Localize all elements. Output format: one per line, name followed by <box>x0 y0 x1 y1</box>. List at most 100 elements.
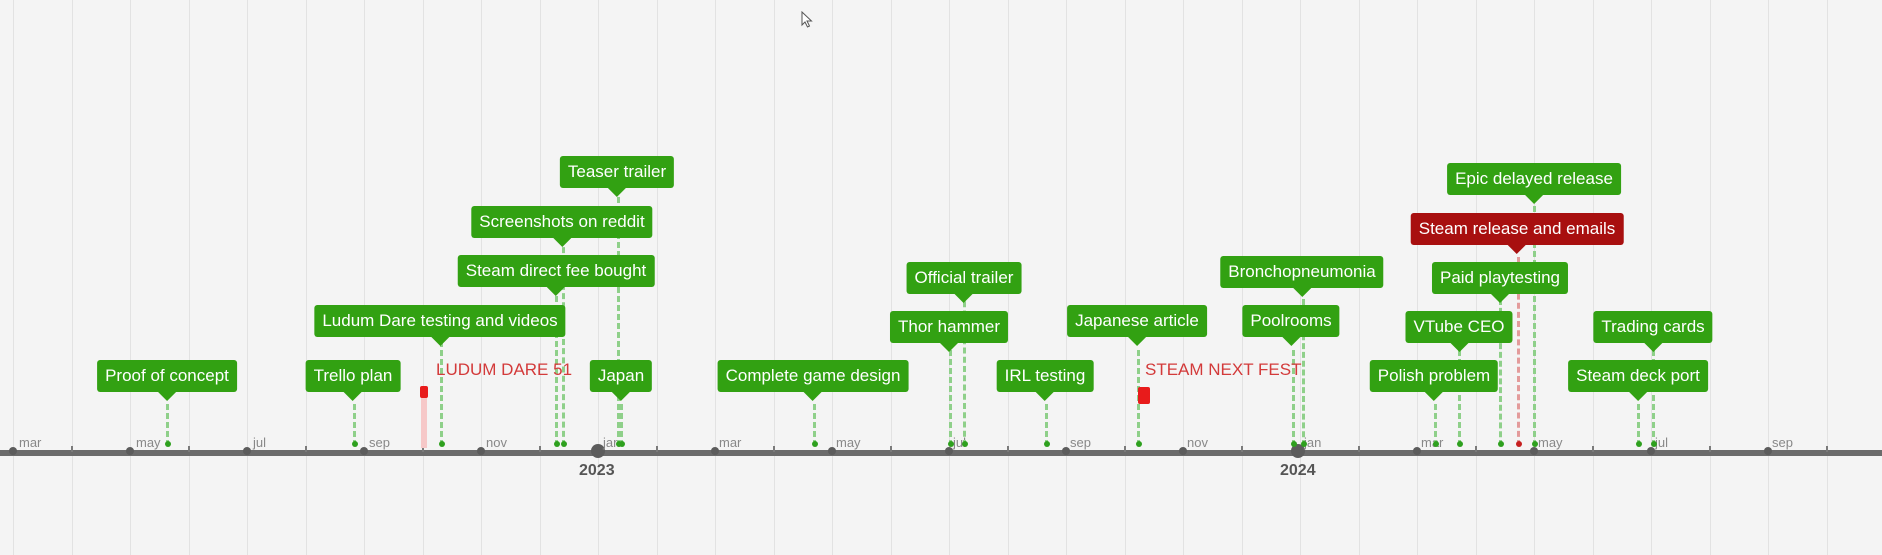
event-dot <box>561 441 567 447</box>
event-bronchopneumonia[interactable]: Bronchopneumonia <box>1220 256 1384 297</box>
event-steam-direct-fee[interactable]: Steam direct fee bought <box>457 255 655 296</box>
event-dot <box>619 441 625 447</box>
event-stem <box>353 404 356 446</box>
year-dot <box>1291 444 1305 458</box>
event-epic-delayed-release[interactable]: Epic delayed release <box>1447 163 1621 204</box>
event-vtube-ceo[interactable]: VTube CEO <box>1405 311 1513 352</box>
month-label: jan <box>1304 435 1322 450</box>
timeline-axis <box>0 450 1882 456</box>
month-dot <box>1179 447 1187 455</box>
ludum-dare-range-label[interactable]: LUDUM DARE 51 <box>436 360 573 379</box>
month-dot <box>828 447 836 455</box>
gridline <box>247 0 248 555</box>
axis-tick <box>305 446 307 452</box>
gridline <box>774 0 775 555</box>
event-dot <box>1532 441 1538 447</box>
event-stem <box>1637 404 1640 446</box>
axis-tick <box>1358 446 1360 452</box>
axis-tick <box>1475 446 1477 452</box>
event-dot <box>352 441 358 447</box>
gridline <box>72 0 73 555</box>
gridline <box>364 0 365 555</box>
month-dot <box>477 447 485 455</box>
event-dot <box>1636 441 1642 447</box>
month-dot <box>945 447 953 455</box>
gridline <box>715 0 716 555</box>
gridline <box>832 0 833 555</box>
month-dot <box>1764 447 1772 455</box>
gridline <box>1593 0 1594 555</box>
event-trading-cards[interactable]: Trading cards <box>1593 311 1713 352</box>
month-dot <box>1647 447 1655 455</box>
gridline <box>1827 0 1828 555</box>
event-complete-game-design[interactable]: Complete game design <box>717 360 909 401</box>
event-poolrooms[interactable]: Poolrooms <box>1242 305 1340 346</box>
event-screenshots-reddit[interactable]: Screenshots on reddit <box>471 206 653 247</box>
month-dot <box>1062 447 1070 455</box>
month-label: may <box>1538 435 1563 450</box>
event-japanese-article[interactable]: Japanese article <box>1067 305 1207 346</box>
event-steam-deck-port[interactable]: Steam deck port <box>1568 360 1708 401</box>
month-label: jul <box>1655 435 1669 450</box>
month-label: jul <box>253 435 267 450</box>
event-stem <box>1652 350 1655 446</box>
axis-tick <box>1007 446 1009 452</box>
axis-tick <box>1826 446 1828 452</box>
event-dot <box>1291 441 1297 447</box>
event-dot <box>1516 441 1522 447</box>
steam-next-fest-range-marker[interactable] <box>1138 387 1150 404</box>
event-trello-plan[interactable]: Trello plan <box>305 360 401 401</box>
axis-tick <box>1709 446 1711 452</box>
event-japan[interactable]: Japan <box>589 360 653 401</box>
event-steam-release[interactable]: Steam release and emails <box>1410 213 1624 254</box>
gridline <box>1768 0 1769 555</box>
month-label: mar <box>19 435 42 450</box>
ludum-dare-range-marker[interactable] <box>420 386 428 398</box>
event-dot <box>1044 441 1050 447</box>
event-stem <box>1499 299 1502 446</box>
month-dot <box>1413 447 1421 455</box>
gridline <box>1651 0 1652 555</box>
gridline <box>1417 0 1418 555</box>
axis-tick <box>656 446 658 452</box>
gridline <box>657 0 658 555</box>
axis-tick <box>1124 446 1126 452</box>
event-dot <box>1136 441 1142 447</box>
event-stem <box>813 404 816 446</box>
gridline <box>1183 0 1184 555</box>
event-stem <box>1302 299 1305 446</box>
gridline <box>1125 0 1126 555</box>
month-label: jan <box>603 435 621 450</box>
event-dot <box>1433 441 1439 447</box>
steam-next-fest-range-label[interactable]: STEAM NEXT FEST <box>1145 360 1302 379</box>
event-dot <box>1651 441 1657 447</box>
event-paid-playtesting[interactable]: Paid playtesting <box>1431 262 1569 303</box>
month-label: sep <box>369 435 390 450</box>
month-label: sep <box>1772 435 1793 450</box>
axis-tick <box>422 446 424 452</box>
month-label: may <box>136 435 161 450</box>
event-ludum-dare-testing[interactable]: Ludum Dare testing and videos <box>314 305 566 346</box>
event-stem <box>1517 257 1520 446</box>
month-label: nov <box>1187 435 1208 450</box>
event-irl-testing[interactable]: IRL testing <box>996 360 1094 401</box>
year-label: 2023 <box>579 462 615 479</box>
event-thor-hammer[interactable]: Thor hammer <box>889 311 1009 352</box>
axis-tick <box>890 446 892 452</box>
event-proof-of-concept[interactable]: Proof of concept <box>97 360 237 401</box>
event-dot <box>948 441 954 447</box>
month-dot <box>9 447 17 455</box>
month-dot <box>243 447 251 455</box>
event-official-trailer[interactable]: Official trailer <box>906 262 1022 303</box>
event-stem <box>1292 350 1295 446</box>
event-polish-problem[interactable]: Polish problem <box>1369 360 1499 401</box>
event-stem <box>617 188 620 446</box>
ludum-dare-range-bar <box>421 392 427 448</box>
event-dot <box>812 441 818 447</box>
month-dot <box>1530 447 1538 455</box>
event-teaser-trailer[interactable]: Teaser trailer <box>559 156 675 197</box>
gridline <box>1710 0 1711 555</box>
event-stem <box>949 350 952 446</box>
gridline <box>891 0 892 555</box>
